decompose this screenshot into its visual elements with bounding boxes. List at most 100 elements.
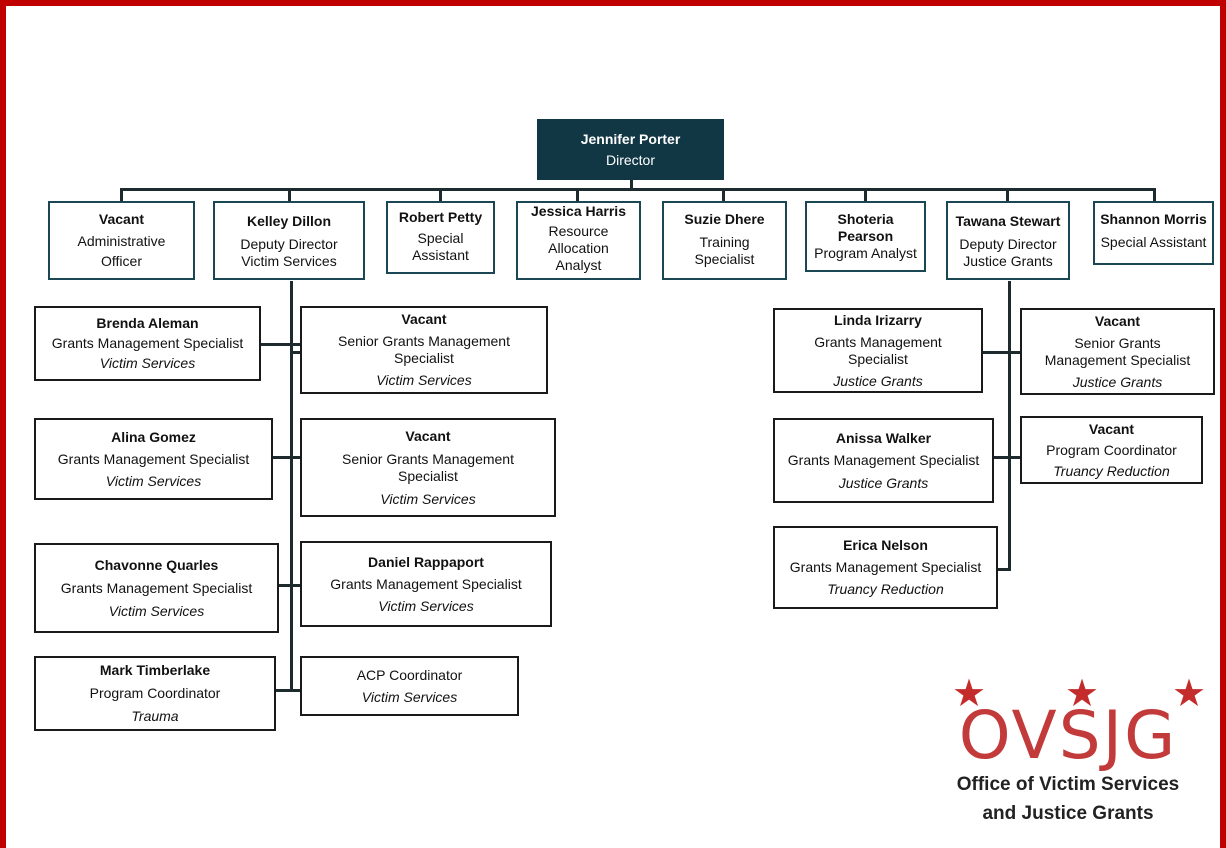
star-icon: ★ [1172,673,1207,715]
top-box-special-assistant-2: Shannon Morris Special Assistant [1093,201,1214,265]
role-line: Deputy Director [240,236,338,252]
role-title: Grants Management [814,333,942,350]
unit-label: Truancy Reduction [827,581,944,597]
role-title: Grants Management Specialist [57,450,250,467]
role-title: Specialist [398,467,458,484]
person-name: Shoteria [837,211,894,227]
unit-label: Justice Grants [838,474,929,491]
logo-line-2: and Justice Grants [982,803,1154,824]
connector-branch [260,343,300,346]
unit-label: Trauma [131,708,179,724]
unit-label: Victim Services [376,372,472,388]
unit-label: Victim Services [378,597,474,614]
person-name: Kelley Dillon [246,213,332,229]
role-line: Deputy Director [959,236,1057,252]
top-box-deputy-justice-grants: Tawana Stewart Deputy Director Justice G… [946,201,1070,280]
role-title: ACP Coordinator [356,666,463,683]
connector-branch [272,689,302,692]
star-icon: ★ [1065,673,1100,715]
connector-drop [576,188,579,203]
person-name: Chavonne Quarles [94,556,219,573]
person-name: Brenda Aleman [96,315,199,331]
unit-label: Victim Services [380,490,476,507]
role-title: Program Coordinator [1046,441,1177,458]
top-box-training-specialist: Suzie Dhere Training Specialist [662,201,787,280]
unit-label: Justice Grants [1072,373,1163,390]
role-line: Officer [101,253,142,269]
connector-drop [722,188,725,203]
person-name: Tawana Stewart [955,213,1061,229]
person-name: Mark Timberlake [99,662,211,678]
role-title: Management Specialist [1044,351,1191,368]
role-line: Analyst [555,257,602,273]
director-name: Jennifer Porter [580,130,681,147]
role-line: Special [417,230,464,246]
role-title: Program Coordinator [89,685,221,701]
person-name: Jessica Harris [531,203,626,219]
connector-branch [982,351,1022,354]
role-line: Specialist [694,251,755,267]
director-title: Director [605,151,655,168]
logo-line-1: Office of Victim Services [956,774,1180,795]
staff-box: Vacant Senior Grants Management Speciali… [300,306,548,394]
staff-box: Alina Gomez Grants Management Specialist… [34,418,273,500]
unit-label: Victim Services [108,602,205,619]
role-title: Grants Management Specialist [60,579,253,596]
connector-branch [996,568,1010,571]
role-title: Senior Grants Management [338,333,510,349]
staff-box: Vacant Program Coordinator Truancy Reduc… [1020,416,1203,484]
person-name: Pearson [837,228,894,244]
role-title: Grants Management Specialist [787,451,980,468]
connector-top-bus [120,188,1156,191]
top-box-program-analyst: Shoteria Pearson Program Analyst [805,201,926,272]
person-name: Vacant [1094,312,1141,329]
role-title: Senior Grants [1074,334,1161,351]
role-line: Program Analyst [814,245,917,261]
connector-branch [992,456,1022,459]
connector-drop [864,188,867,203]
connector-branch [272,456,302,459]
role-line: Special Assistant [1100,234,1207,250]
role-title: Grants Management Specialist [789,559,982,575]
staff-box: Daniel Rappaport Grants Management Speci… [300,541,552,627]
star-icon: ★ [952,673,987,715]
person-name: Shannon Morris [1100,211,1207,227]
logo-stars: ★ ★ ★ [924,674,1212,714]
person-name: Vacant [401,311,447,327]
connector-drop [1153,188,1156,203]
role-line: Administrative [77,233,166,249]
unit-label: Justice Grants [833,372,923,389]
role-title: Grants Management Specialist [51,335,244,351]
person-name: Robert Petty [398,209,483,225]
top-box-resource-allocation: Jessica Harris Resource Allocation Analy… [516,201,641,280]
unit-label: Victim Services [99,355,196,371]
director-box: Jennifer Porter Director [537,119,724,180]
connector-victim-spine [290,281,293,691]
role-title: Grants Management Specialist [330,575,522,592]
role-line: Victim Services [241,253,337,269]
role-line: Justice Grants [963,253,1053,269]
staff-box: Erica Nelson Grants Management Specialis… [773,526,998,609]
person-name: Suzie Dhere [684,211,765,227]
person-name: Daniel Rappaport [368,553,484,570]
role-line: Resource [548,223,609,239]
staff-box: Linda Irizarry Grants Management Special… [773,308,983,393]
logo-wordmark: OVSJG [958,697,1178,774]
unit-label: Victim Services [361,688,458,705]
staff-box: Vacant Senior Grants Management Speciali… [300,418,556,517]
role-line: Training [699,234,750,250]
role-line: Allocation [548,240,609,256]
person-name: Erica Nelson [843,537,928,553]
person-name: Vacant [1088,420,1135,437]
role-line: Assistant [412,247,469,263]
unit-label: Victim Services [105,472,202,489]
top-box-special-assistant-1: Robert Petty Special Assistant [386,201,495,274]
unit-label: Truancy Reduction [1053,462,1170,479]
person-name: Alina Gomez [111,428,196,445]
connector-drop [288,188,291,203]
role-title: Specialist [848,350,908,367]
staff-box: Anissa Walker Grants Management Speciali… [773,418,994,503]
connector-drop [120,188,123,203]
connector-justice-spine [1008,281,1011,571]
